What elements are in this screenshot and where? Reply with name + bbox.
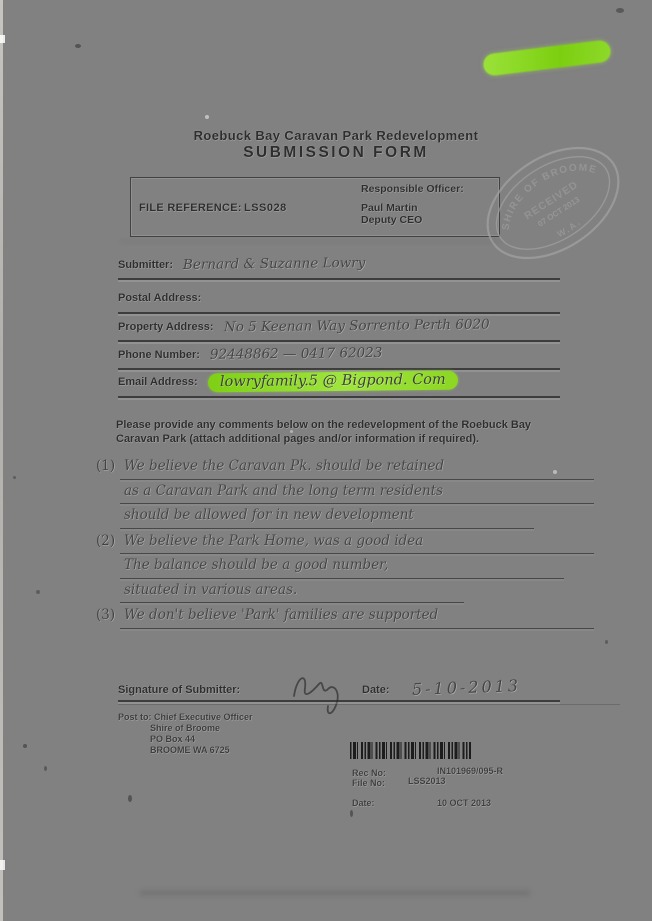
email-address-value: lowryfamily.5 @ Bigpond. Com: [207, 370, 458, 393]
scan-speck: [616, 8, 624, 13]
ruled-line: [120, 503, 594, 504]
comment-line: We don't believe 'Park' families are sup…: [96, 607, 594, 632]
property-address-value: No 5 Keenan Way Sorrento Perth 6020: [223, 316, 490, 336]
signature-line-faint: [118, 704, 620, 705]
scan-speck: [13, 476, 16, 479]
file-reference-label: FILE REFERENCE:: [139, 202, 242, 214]
post-to-line1: Post to: Chief Executive Officer: [118, 712, 253, 722]
comments-block: (1) We believe the Caravan Pk. should be…: [96, 458, 594, 632]
comment-item-2: (2) We believe the Park Home, was a good…: [96, 533, 594, 607]
office-date-value: 10 OCT 2013: [437, 798, 492, 808]
signature-scribble: [293, 677, 339, 715]
comment-line: should be allowed for in new development: [96, 507, 594, 532]
comment-2-line-1: We believe the Park Home, was a good ide…: [124, 532, 424, 549]
post-to-line3: PO Box 44: [150, 734, 196, 744]
field-phone-number: Phone Number: 92448862 — 0417 62023: [118, 345, 560, 370]
comment-3-number: (3): [96, 607, 116, 623]
ruled-line: [120, 553, 594, 554]
phone-number-label: Phone Number:: [118, 349, 200, 361]
scan-speck: [290, 430, 293, 433]
scan-speck: [75, 44, 81, 48]
scan-speck: [0, 35, 5, 43]
scan-speck: [44, 766, 47, 771]
comment-line: The balance should be a good number,: [96, 557, 594, 582]
barcode: [350, 742, 471, 759]
rec-no-label: Rec No:: [352, 768, 387, 778]
instructions-text: Please provide any comments below on the…: [116, 419, 532, 445]
highlighter-swipe: [482, 39, 612, 77]
scan-speck: [0, 860, 5, 870]
ruled-line: [120, 577, 564, 579]
officer-name: Paul Martin: [361, 202, 418, 214]
postal-address-label: Postal Address:: [118, 292, 202, 304]
comment-item-1: (1) We believe the Caravan Pk. should be…: [96, 458, 594, 532]
office-date-label: Date:: [352, 798, 375, 808]
phone-number-value: 92448862 — 0417 62023: [209, 345, 383, 363]
comment-2-number: (2): [96, 532, 116, 549]
comment-3-line-1: We don't believe 'Park' families are sup…: [124, 607, 439, 623]
form-title-line2: SUBMISSION FORM: [243, 144, 429, 161]
responsible-officer-label: Responsible Officer:: [361, 183, 464, 195]
property-address-label: Property Address:: [118, 321, 214, 333]
officer-title: Deputy CEO: [361, 214, 423, 226]
submitter-label: Submitter:: [118, 259, 173, 271]
comment-2-line-2: The balance should be a good number,: [124, 557, 389, 573]
file-reference-value: LSS028: [244, 202, 287, 214]
submitter-value: Bernard & Suzanne Lowry: [182, 255, 366, 273]
scan-smudge: [120, 240, 500, 243]
ruled-line: [120, 627, 594, 629]
received-stamp: SHIRE OF BROOME RECEIVED 07 OCT 2013 W.A…: [486, 145, 620, 260]
scan-speck: [128, 795, 132, 802]
comment-2-line-3: situated in various areas.: [124, 581, 298, 598]
comment-line: as a Caravan Park and the long term resi…: [96, 483, 594, 508]
comment-1-line-3: should be allowed for in new development: [124, 507, 414, 523]
comment-line: We believe the Caravan Pk. should be ret…: [96, 458, 594, 483]
comment-item-3: (3) We don't believe 'Park' families are…: [96, 607, 594, 632]
file-no-label: File No:: [352, 778, 385, 788]
comment-line: We believe the Park Home, was a good ide…: [96, 533, 594, 558]
comment-line: situated in various areas.: [96, 582, 594, 607]
file-no-value: LSS2013: [408, 776, 446, 786]
post-to-line4: BROOME WA 6725: [150, 745, 230, 755]
scan-speck: [36, 590, 40, 594]
email-address-label: Email Address:: [118, 376, 198, 388]
field-email-address: Email Address: lowryfamily.5 @ Bigpond. …: [118, 370, 560, 398]
scan-edge: [0, 0, 3, 921]
post-to-line2: Shire of Broome: [150, 723, 221, 733]
field-property-address: Property Address: No 5 Keenan Way Sorren…: [118, 316, 560, 342]
file-reference-box: FILE REFERENCE: LSS028 Responsible Offic…: [130, 177, 500, 237]
field-submitter: Submitter: Bernard & Suzanne Lowry: [118, 255, 560, 280]
scan-speck: [553, 470, 557, 474]
scan-speck: [23, 744, 27, 748]
ruled-line: [120, 602, 464, 603]
field-postal-address: Postal Address:: [118, 292, 560, 314]
form-title-line1: Roebuck Bay Caravan Park Redevelopment: [193, 128, 479, 143]
signature-label: Signature of Submitter:: [118, 684, 241, 696]
scan-speck: [350, 810, 353, 817]
scan-speck: [605, 640, 608, 644]
scan-speck: [205, 115, 209, 119]
ruled-line: [120, 527, 534, 529]
date-label: Date:: [362, 684, 390, 696]
scan-smudge: [140, 890, 530, 896]
rec-no-value: IN101969/095-R: [437, 766, 504, 776]
comment-1-line-1: We believe the Caravan Pk. should be ret…: [124, 458, 445, 474]
signature-line: [118, 680, 560, 702]
ruled-line: [120, 478, 594, 480]
comment-1-number: (1): [96, 458, 116, 474]
comment-1-line-2: as a Caravan Park and the long term resi…: [124, 482, 444, 499]
